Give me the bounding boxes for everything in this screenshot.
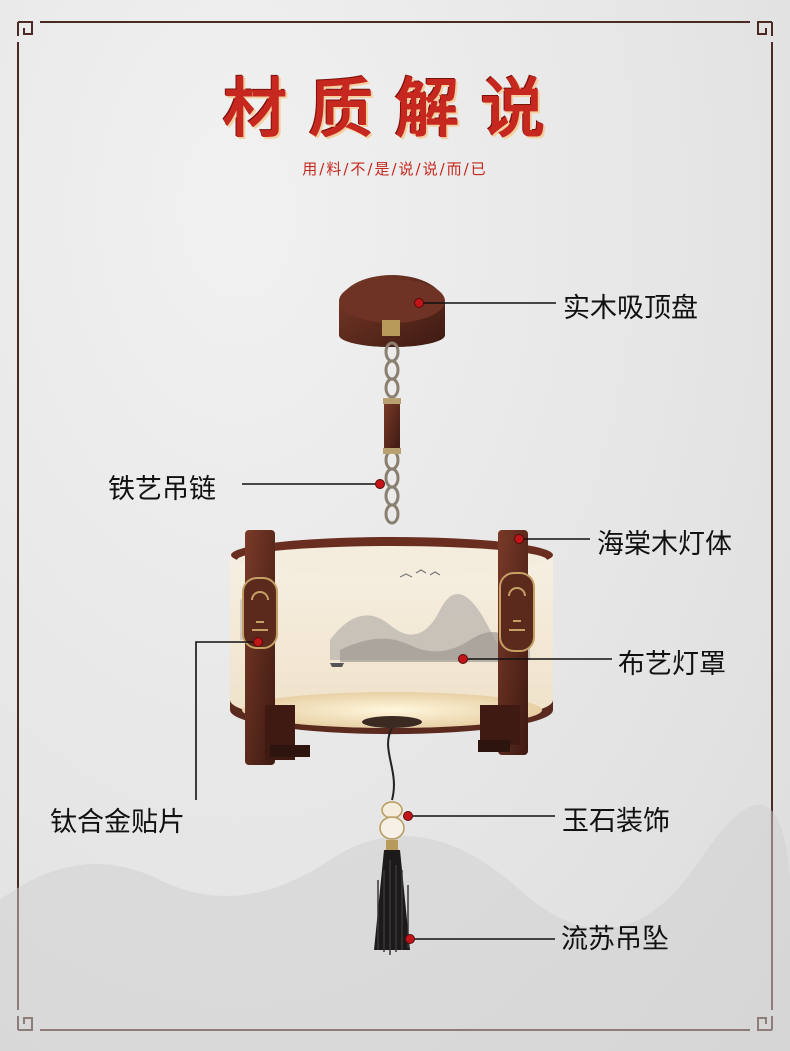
iron-chain [384,341,400,525]
marker-lamp-body [514,534,524,544]
titanium-plaques [242,572,535,652]
callout-chain: 铁艺吊链 [108,474,216,505]
wooden-bead [384,402,400,450]
page-subtitle: 用/料/不/是/说/说/而/已 [302,160,488,178]
callout-jade: 玉石装饰 [562,806,670,837]
page-title: 材质解说 [223,72,567,147]
marker-tassel [405,934,415,944]
callout-tassel: 流苏吊坠 [561,924,669,955]
marker-plaque [253,637,263,647]
ceiling-plate [339,275,445,347]
tassel-pendant [362,716,422,955]
callout-lamp-body: 海棠木灯体 [597,529,732,560]
callout-ceiling-plate: 实木吸顶盘 [563,293,698,324]
marker-ceiling-plate [414,298,424,308]
marker-shade [458,654,468,664]
marker-jade [403,811,413,821]
callout-plaque: 钛合金贴片 [50,807,185,838]
callout-shade: 布艺灯罩 [618,649,726,680]
lamp-shade [230,537,553,735]
marker-chain [375,479,385,489]
